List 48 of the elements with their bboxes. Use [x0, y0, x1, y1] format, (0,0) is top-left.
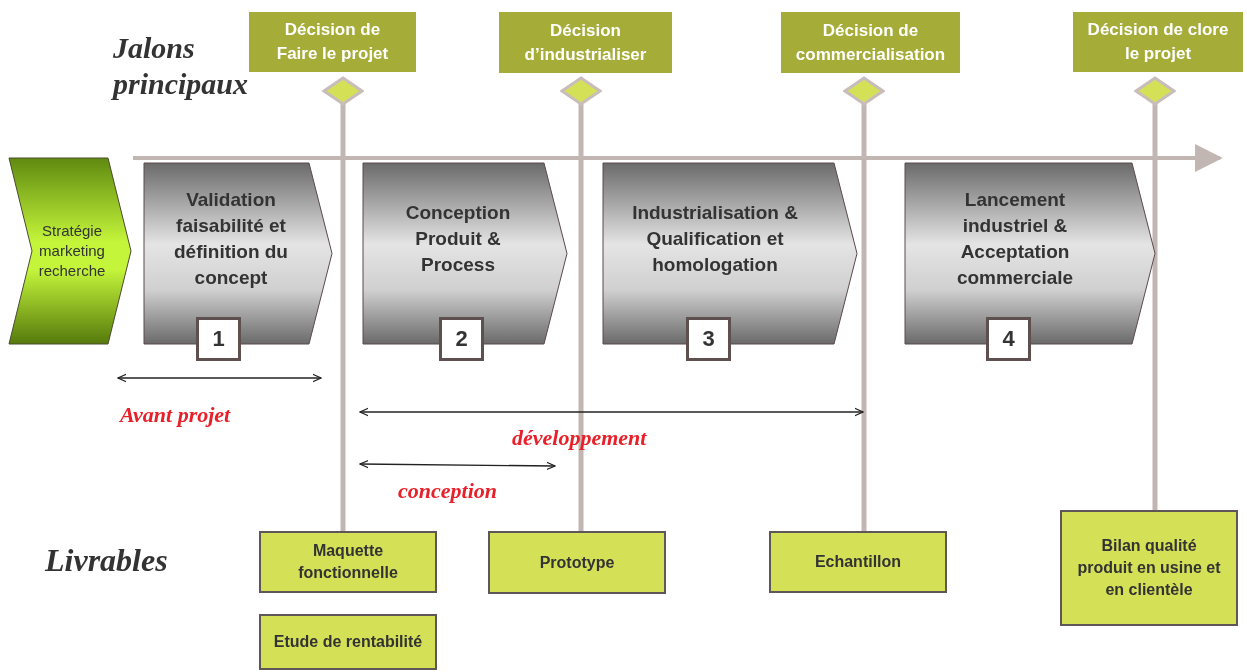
deliverable-box	[488, 531, 666, 594]
connector-line	[861, 104, 867, 531]
number-label: 1	[212, 326, 225, 351]
node-text: Décision de commercialisation	[795, 20, 946, 64]
number-label: 3	[702, 326, 715, 351]
node-text: Prototype	[539, 553, 615, 571]
connector-line	[340, 104, 346, 531]
deliverable-box	[259, 531, 437, 593]
milestone-box	[781, 12, 960, 73]
node-text: Echantillon	[814, 553, 902, 570]
phase-number	[196, 317, 241, 361]
milestone-diamond	[322, 76, 364, 106]
section-heading: Livrables	[45, 541, 168, 580]
milestone-diamond	[560, 76, 602, 106]
deliverable-box	[259, 614, 437, 670]
milestone-box	[1073, 12, 1243, 72]
node-text: Lancement industriel & Acceptation commerciale	[956, 188, 1074, 288]
milestone-box	[499, 12, 672, 73]
phase-block	[904, 162, 1156, 345]
phase-block	[602, 162, 858, 345]
node-text: Etude de rentabilité	[273, 633, 423, 650]
phase-number	[986, 317, 1031, 361]
span-label: développement	[512, 425, 647, 451]
connector-line	[578, 104, 584, 531]
phase-number	[439, 317, 484, 361]
span-label: conception	[398, 478, 497, 504]
node-text: Décision de Faire le projet	[276, 20, 389, 63]
node-text: Industrialisation & Qualification et homologation	[632, 201, 798, 275]
node-text: Maquette fonctionnelle	[298, 542, 398, 581]
node-text: Décision d’industrialiser	[524, 20, 647, 64]
milestone-diamond	[1134, 76, 1176, 106]
connector-line	[1152, 104, 1158, 510]
strategy-block	[8, 157, 132, 345]
phase-number	[686, 317, 731, 361]
milestone-box	[249, 12, 416, 72]
phase-block	[143, 162, 333, 345]
node-text: Conception Produit & Process	[405, 201, 511, 275]
number-label: 4	[1002, 326, 1015, 351]
deliverable-box	[1060, 510, 1238, 626]
deliverable-box	[769, 531, 947, 593]
node-text: Validation faisabilité et définition du concept	[174, 188, 288, 288]
node-text: Stratégie marketing recherche	[38, 222, 106, 279]
number-label: 2	[455, 326, 468, 351]
milestone-diamond	[843, 76, 885, 106]
node-text: Bilan qualité produit en usine et en clientèle	[1077, 537, 1221, 598]
node-text: Décision de clore le projet	[1087, 20, 1229, 63]
phase-block	[362, 162, 568, 345]
span-label: Avant projet	[120, 402, 231, 428]
